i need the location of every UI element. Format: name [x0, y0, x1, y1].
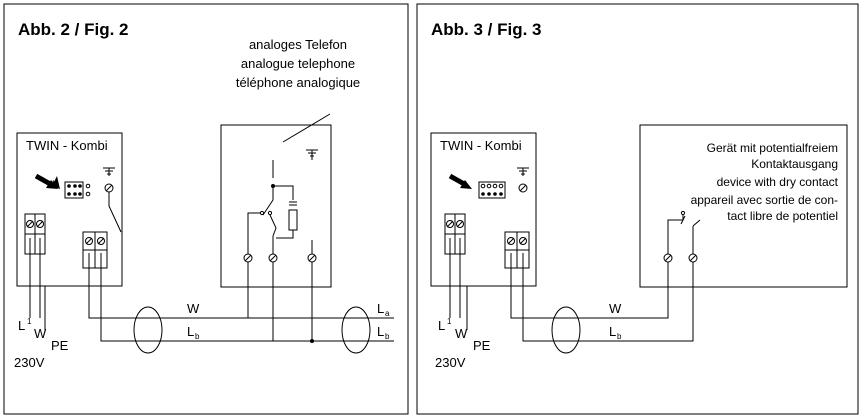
figure-3-title: Abb. 3 / Fig. 3: [431, 20, 542, 39]
phone-label-en: analogue telephone: [241, 56, 355, 71]
phone-label-fr: téléphone analogique: [236, 75, 360, 90]
voltage-label: 230V: [14, 355, 45, 370]
label-la-right-sub: a: [385, 309, 390, 318]
cable-ferrite-right: [341, 306, 371, 354]
wire-w-3: [510, 262, 669, 319]
twin-kombi-box-3: [430, 132, 537, 287]
dry-contact-device-box: [639, 124, 848, 288]
label-pe-3: PE: [473, 338, 491, 353]
label-lb-sub: b: [195, 332, 200, 341]
device-terminal-2: [688, 253, 698, 263]
jumper-block: [64, 181, 84, 199]
cable-ferrite-3: [551, 306, 581, 354]
twin-kombi-box: [16, 132, 123, 287]
figure-2-frame: [3, 3, 409, 415]
label-lb-3: L: [609, 324, 616, 339]
arrow-icon-3: [460, 180, 472, 189]
label-l1-3: L: [438, 318, 445, 333]
wire-w: [88, 262, 249, 319]
device-terminal-1: [663, 253, 673, 263]
device-label-5: tact libre de potentiel: [727, 209, 838, 223]
device-label-1: Gerät mit potentialfreiem: [707, 141, 838, 155]
label-w-3: W: [609, 301, 622, 316]
jumper-block-3: [478, 181, 506, 199]
figure-3: Abb. 3 / Fig. 3 TWIN - Kombi: [416, 3, 859, 415]
phone-terminal-w: [243, 253, 253, 263]
phone-terminal-lb: [268, 253, 278, 263]
twin-kombi-label-3: TWIN - Kombi: [440, 138, 522, 153]
label-lb-right: L: [377, 324, 384, 339]
label-lb-sub-3: b: [617, 332, 622, 341]
twin-kombi-label: TWIN - Kombi: [26, 138, 108, 153]
phone-label-de: analoges Telefon: [249, 37, 347, 52]
label-w-supply: W: [34, 326, 47, 341]
label-w: W: [187, 301, 200, 316]
phone-box: [220, 124, 332, 288]
label-w-supply-3: W: [455, 326, 468, 341]
figure-3-frame: [416, 3, 859, 415]
wire-lb-3: [522, 262, 694, 342]
label-l1-sub: 1: [27, 317, 32, 326]
label-lb: L: [187, 324, 194, 339]
phone-terminal-la: [307, 253, 317, 263]
figure-2: Abb. 2 / Fig. 2 analoges Telefon analogu…: [3, 3, 409, 415]
device-label-3: device with dry contact: [717, 175, 839, 189]
label-pe: PE: [51, 338, 69, 353]
label-l1: L: [18, 318, 25, 333]
ground-screw-icon-3: [518, 183, 528, 193]
label-l1-sub-3: 1: [447, 317, 452, 326]
label-la-right: L: [377, 301, 384, 316]
device-label-4: appareil avec sortie de con-: [691, 193, 838, 207]
device-label-2: Kontaktausgang: [751, 157, 838, 171]
voltage-label-3: 230V: [435, 355, 466, 370]
cable-ferrite-left: [133, 306, 163, 354]
figure-2-title: Abb. 2 / Fig. 2: [18, 20, 129, 39]
phone-pointer-line: [282, 113, 331, 143]
wire-lb: [100, 268, 394, 342]
label-lb-right-sub: b: [385, 332, 390, 341]
